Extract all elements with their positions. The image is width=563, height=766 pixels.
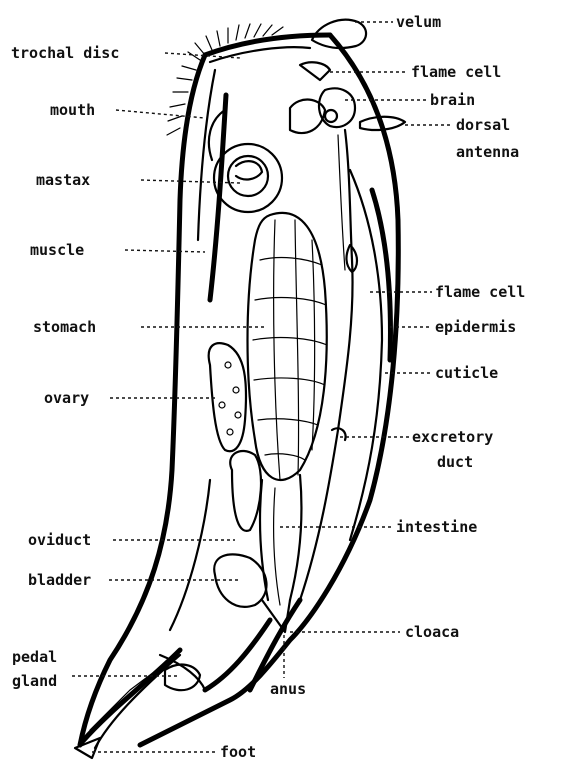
- label-trochal-disc: trochal disc: [11, 44, 119, 62]
- label-anus: anus: [270, 680, 306, 698]
- label-dorsal-antenna-line1: dorsal: [456, 116, 510, 134]
- label-intestine: intestine: [396, 518, 477, 536]
- oviduct: [230, 451, 261, 531]
- excretory-duct: [300, 130, 357, 600]
- label-flame-cell-top: flame cell: [411, 63, 501, 81]
- label-velum: velum: [396, 13, 441, 31]
- label-cuticle: cuticle: [435, 364, 498, 382]
- leader-lines: [72, 22, 452, 752]
- brain: [290, 62, 355, 133]
- label-bladder: bladder: [28, 571, 91, 589]
- label-foot: foot: [220, 743, 256, 761]
- stomach: [248, 213, 328, 480]
- label-ovary: ovary: [44, 389, 89, 407]
- label-mouth: mouth: [50, 101, 95, 119]
- bladder: [214, 554, 266, 606]
- label-muscle: muscle: [30, 241, 84, 259]
- label-epidermis: epidermis: [435, 318, 516, 336]
- label-excretory-duct-line1: excretory: [412, 428, 493, 446]
- label-pedal-gland-line2: gland: [12, 672, 57, 690]
- label-oviduct: oviduct: [28, 531, 91, 549]
- rotifer-body: [75, 35, 398, 758]
- label-stomach: stomach: [33, 318, 96, 336]
- label-excretory-duct-line2: duct: [437, 453, 473, 471]
- label-cloaca: cloaca: [405, 623, 459, 641]
- label-pedal-gland-line1: pedal: [12, 648, 57, 666]
- label-flame-cell-mid: flame cell: [435, 283, 525, 301]
- label-dorsal-antenna-line2: antenna: [456, 143, 519, 161]
- label-brain: brain: [430, 91, 475, 109]
- ovary: [209, 343, 246, 451]
- label-mastax: mastax: [36, 171, 90, 189]
